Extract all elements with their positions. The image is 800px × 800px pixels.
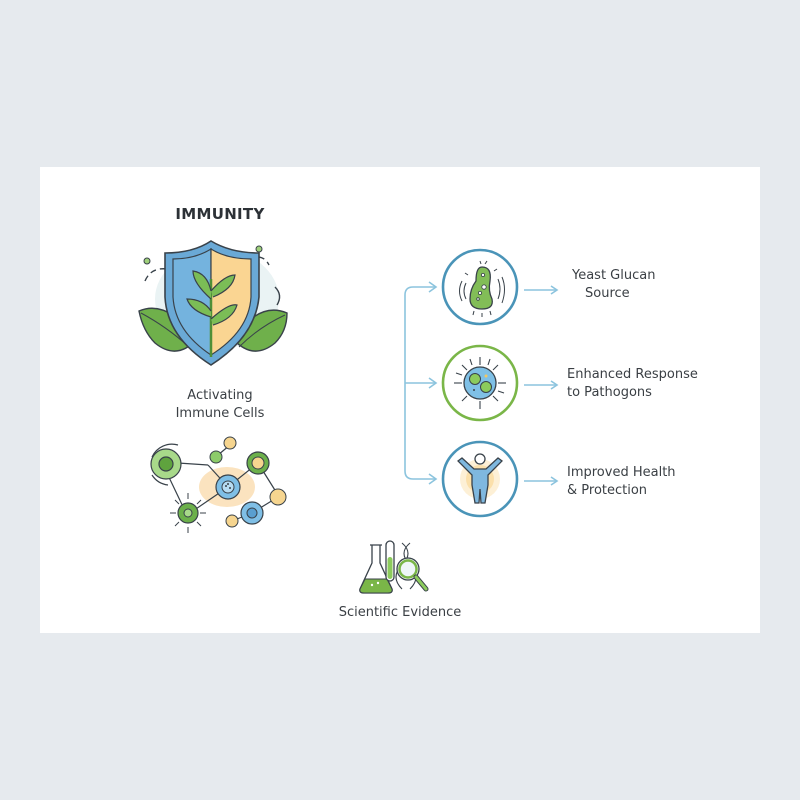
step-2-label: Enhanced Response to Pathogons (567, 366, 737, 402)
step-1-arrow (524, 285, 560, 295)
step-yeast-glucan-source (440, 247, 520, 327)
step-2-arrow (524, 380, 560, 390)
shield-with-plant-icon (137, 239, 297, 369)
caption-line-2: Immune Cells (175, 406, 265, 421)
step-3-line-2: & Protection (567, 483, 648, 498)
step-3-line-1: Improved Health (567, 465, 676, 480)
immune-cell-network-icon (142, 435, 302, 535)
yeast-cell-icon (441, 248, 519, 326)
step-1-line-2: Source (585, 286, 630, 301)
step-improved-health (440, 439, 520, 519)
step-enhanced-response (440, 343, 520, 423)
diagram-title: IMMUNITY (175, 205, 265, 223)
step-3-arrow (524, 476, 560, 486)
step-1-label: Yeast Glucan Source (572, 267, 742, 303)
infographic-card: IMMUNITY Activating I (40, 167, 760, 633)
caption-line-1: Activating (187, 388, 253, 403)
step-2-line-1: Enhanced Response (567, 367, 698, 382)
lab-research-icon (358, 539, 438, 599)
pathogen-response-icon (441, 344, 519, 422)
healthy-person-icon (441, 440, 519, 518)
scientific-evidence-caption: Scientific Evidence (338, 605, 462, 620)
activating-immune-cells-caption: Activating Immune Cells (140, 387, 300, 423)
step-3-label: Improved Health & Protection (567, 464, 737, 500)
flow-connector (395, 275, 445, 487)
step-2-line-2: to Pathogons (567, 385, 652, 400)
step-1-line-1: Yeast Glucan (572, 268, 656, 283)
